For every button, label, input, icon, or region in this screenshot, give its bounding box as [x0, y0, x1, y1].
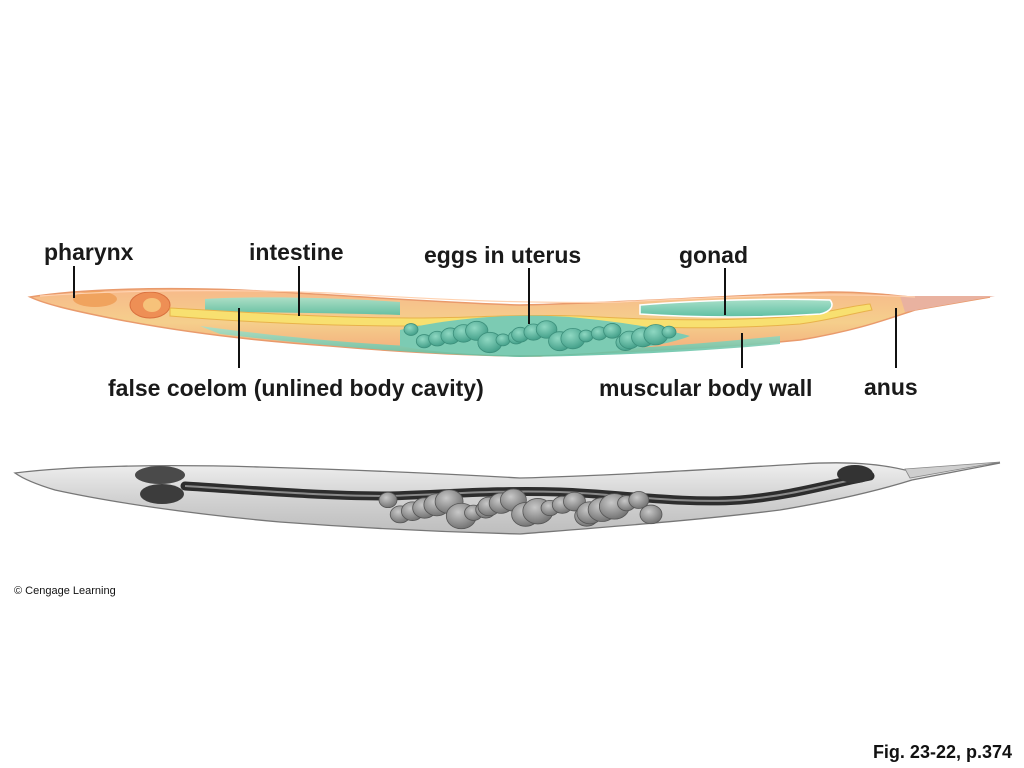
micrograph-egg — [378, 491, 398, 509]
micrograph-egg — [628, 491, 650, 509]
gonad-region — [639, 298, 833, 318]
coelom-anterior — [205, 297, 400, 315]
cuticle-highlight — [39, 290, 916, 304]
pharynx-bulb-1 — [73, 291, 117, 307]
leader-lines — [73, 266, 897, 368]
egg — [578, 329, 594, 343]
label-gonad: gonad — [679, 242, 748, 268]
illustrated-worm — [27, 287, 995, 357]
egg — [661, 325, 677, 339]
worm-tail — [900, 296, 995, 312]
label-eggs-in-uterus: eggs in uterus — [424, 242, 582, 268]
coelom-lower — [200, 326, 780, 357]
label-false-coelom: false coelom (unlined body cavity) — [108, 375, 484, 401]
micrograph-eggs — [378, 488, 663, 530]
micrograph-intestine-inner — [184, 475, 871, 502]
eggs-cluster — [403, 320, 677, 354]
label-pharynx: pharynx — [44, 239, 134, 265]
micrograph-pharynx-2 — [140, 484, 184, 504]
label-intestine: intestine — [249, 239, 344, 265]
label-muscular-body-wall: muscular body wall — [599, 375, 813, 401]
egg — [495, 333, 511, 347]
figure-reference: Fig. 23-22, p.374 — [872, 742, 1012, 762]
micrograph-egg — [639, 504, 663, 525]
pharynx-bulb-core — [143, 298, 161, 312]
egg — [603, 323, 622, 339]
label-anus: anus — [864, 374, 918, 400]
egg — [403, 323, 419, 336]
egg — [535, 320, 558, 339]
micrograph-worm — [13, 461, 1001, 535]
micrograph-tail — [904, 461, 1001, 479]
copyright-notice: © Cengage Learning — [14, 585, 116, 597]
micrograph-posterior-dark — [837, 465, 873, 483]
micrograph-pharynx-1 — [135, 466, 185, 484]
